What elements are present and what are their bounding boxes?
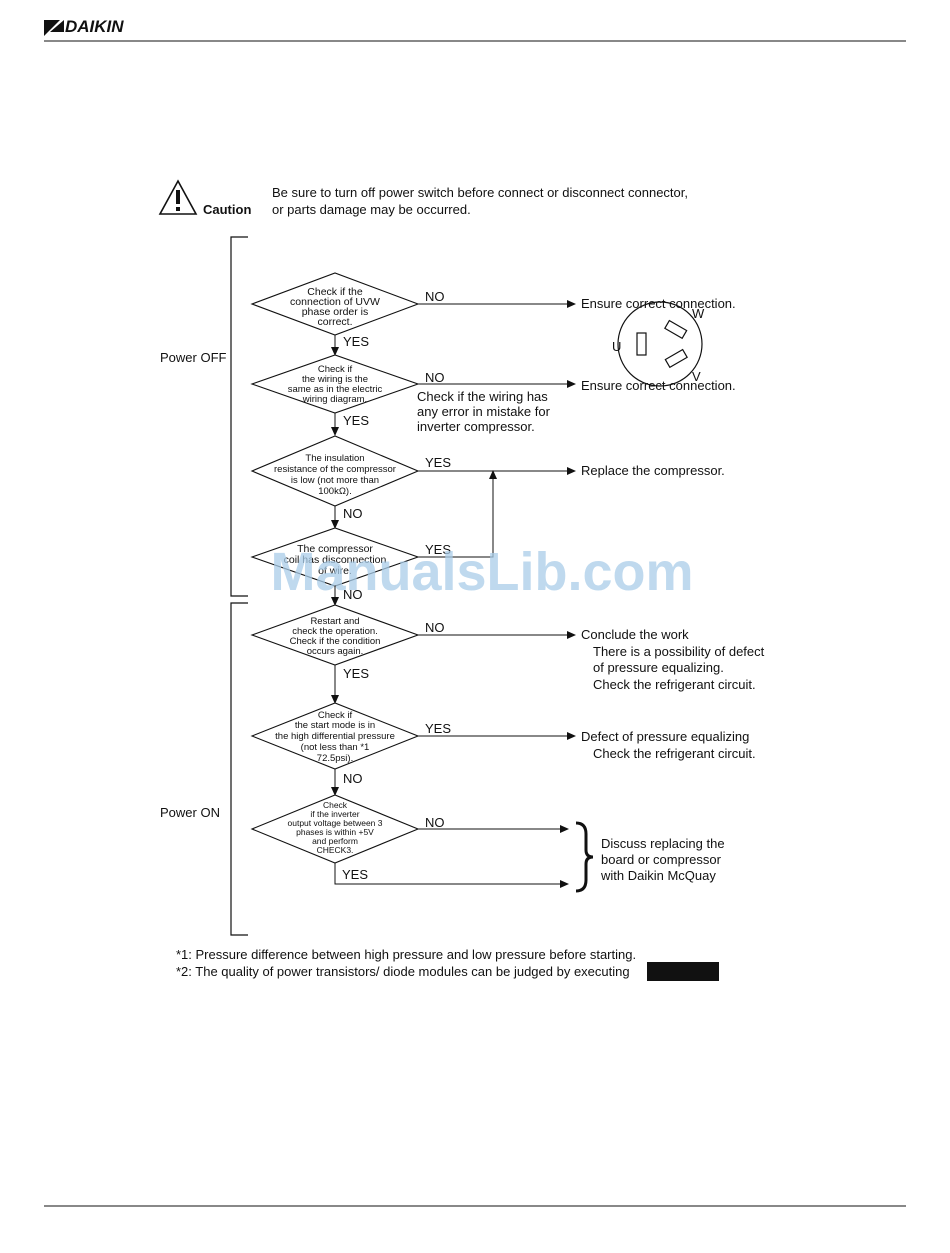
footnote-1: *1: Pressure difference between high pre… bbox=[176, 947, 636, 962]
svg-text:the start mode is in: the start mode is in bbox=[295, 720, 375, 731]
d5-detail-3: Check the refrigerant circuit. bbox=[593, 677, 756, 692]
svg-text:occurs again.: occurs again. bbox=[307, 646, 364, 657]
caution-label: Caution bbox=[203, 202, 251, 217]
d6-yes-label: YES bbox=[425, 721, 451, 736]
svg-text:Check if: Check if bbox=[318, 364, 353, 375]
svg-text:(not less than *1: (not less than *1 bbox=[301, 742, 370, 753]
svg-text:resistance of the compressor: resistance of the compressor bbox=[274, 464, 396, 475]
svg-text:The compressor: The compressor bbox=[297, 543, 373, 555]
phase-v-label: V bbox=[692, 369, 701, 384]
svg-text:connection of UVW: connection of UVW bbox=[290, 296, 380, 308]
d2-note-line-2: any error in mistake for bbox=[417, 404, 551, 419]
svg-text:Check if: Check if bbox=[318, 710, 353, 721]
svg-text:the high differential pressure: the high differential pressure bbox=[275, 731, 395, 742]
d1-yes-label: YES bbox=[343, 334, 369, 349]
d5-no-label: NO bbox=[425, 620, 445, 635]
decision-restart: Restart and check the operation. Check i… bbox=[250, 604, 420, 666]
svg-text:check the operation.: check the operation. bbox=[292, 626, 378, 637]
d2-result: Ensure correct connection. bbox=[581, 378, 736, 393]
d7-yes-label: YES bbox=[342, 867, 368, 882]
d1-result: Ensure correct connection. bbox=[581, 296, 736, 311]
uvw-phase-diagram: U W V bbox=[612, 301, 705, 387]
watermark: ManualsLib.com bbox=[270, 542, 693, 602]
curly-brace bbox=[575, 821, 594, 893]
svg-text:100kΩ).: 100kΩ). bbox=[318, 486, 352, 497]
d7-no-label: NO bbox=[425, 815, 445, 830]
d5-detail-2: of pressure equalizing. bbox=[593, 660, 724, 675]
svg-text:Restart and: Restart and bbox=[310, 616, 359, 627]
d7-result-line-1: Discuss replacing the bbox=[601, 836, 725, 851]
svg-text:and perform: and perform bbox=[312, 836, 358, 846]
d3-no-label: NO bbox=[343, 506, 363, 521]
d3-yes-label: YES bbox=[425, 455, 451, 470]
d6-no-label: NO bbox=[343, 771, 363, 786]
svg-text:of wire.: of wire. bbox=[318, 565, 352, 577]
footnote-2: *2: The quality of power transistors/ di… bbox=[176, 964, 630, 979]
power-off-bracket bbox=[230, 236, 248, 597]
svg-text:phase order is: phase order is bbox=[302, 306, 369, 318]
brand-name: DAIKIN bbox=[65, 17, 124, 36]
decision-start-mode: Check if the start mode is in the high d… bbox=[250, 702, 420, 770]
caution-line-1: Be sure to turn off power switch before … bbox=[272, 185, 688, 200]
caution-block: Caution Be sure to turn off power switch… bbox=[158, 179, 688, 217]
d6-result: Defect of pressure equalizing bbox=[581, 729, 749, 744]
decision-coil-disconnection: The compressor coil has disconnection of… bbox=[250, 527, 420, 587]
svg-text:72.5psi).: 72.5psi). bbox=[317, 753, 353, 764]
svg-text:wiring diagram.: wiring diagram. bbox=[302, 394, 367, 405]
svg-text:Check if the condition: Check if the condition bbox=[290, 636, 381, 647]
d4-yes-label: YES bbox=[425, 542, 451, 557]
d5-result: Conclude the work bbox=[581, 627, 689, 642]
d2-yes-label: YES bbox=[343, 413, 369, 428]
warning-triangle-icon bbox=[158, 179, 198, 215]
svg-text:if the inverter: if the inverter bbox=[310, 809, 359, 819]
d5-detail-1: There is a possibility of defect bbox=[593, 644, 765, 659]
d7-result-line-3: with Daikin McQuay bbox=[600, 868, 716, 883]
d3-result: Replace the compressor. bbox=[581, 463, 725, 478]
d2-note-line-1: Check if the wiring has bbox=[417, 389, 548, 404]
svg-text:Check: Check bbox=[323, 800, 348, 810]
d4-no-label: NO bbox=[343, 587, 363, 602]
decision-insulation: The insulation resistance of the compres… bbox=[250, 435, 420, 507]
decision-wiring-diagram: Check if the wiring is the same as in th… bbox=[250, 354, 420, 414]
d2-no-label: NO bbox=[425, 370, 445, 385]
power-on-label: Power ON bbox=[160, 805, 220, 820]
d6-detail: Check the refrigerant circuit. bbox=[593, 746, 756, 761]
svg-text:same as in the electric: same as in the electric bbox=[288, 384, 383, 395]
decision-uvw-phase: Check if the connection of UVW phase ord… bbox=[250, 272, 420, 336]
svg-text:phases is within +5V: phases is within +5V bbox=[296, 827, 374, 837]
decision-inverter-output: Check if the inverter output voltage bet… bbox=[250, 794, 420, 864]
power-off-label: Power OFF bbox=[160, 350, 227, 365]
svg-text:correct.: correct. bbox=[317, 316, 352, 328]
daikin-logo: DAIKIN bbox=[44, 17, 124, 36]
svg-text:output voltage between 3: output voltage between 3 bbox=[288, 818, 383, 828]
power-on-bracket bbox=[230, 602, 248, 936]
phase-w-label: W bbox=[692, 306, 705, 321]
svg-text:CHECK3.: CHECK3. bbox=[317, 845, 354, 855]
d2-note-line-3: inverter compressor. bbox=[417, 419, 535, 434]
phase-u-label: U bbox=[612, 339, 621, 354]
d7-result-line-2: board or compressor bbox=[601, 852, 722, 867]
logo-triangle-icon bbox=[44, 20, 60, 36]
svg-text:is low (not more than: is low (not more than bbox=[291, 475, 379, 486]
svg-text:the wiring is the: the wiring is the bbox=[302, 374, 368, 385]
svg-text:coil has disconnection: coil has disconnection bbox=[284, 554, 387, 566]
svg-text:Check if the: Check if the bbox=[307, 286, 363, 298]
caution-line-2: or parts damage may be occurred. bbox=[272, 202, 471, 217]
d1-no-label: NO bbox=[425, 289, 445, 304]
svg-text:The insulation: The insulation bbox=[305, 453, 364, 464]
d5-yes-label: YES bbox=[343, 666, 369, 681]
redacted-box bbox=[647, 962, 719, 981]
